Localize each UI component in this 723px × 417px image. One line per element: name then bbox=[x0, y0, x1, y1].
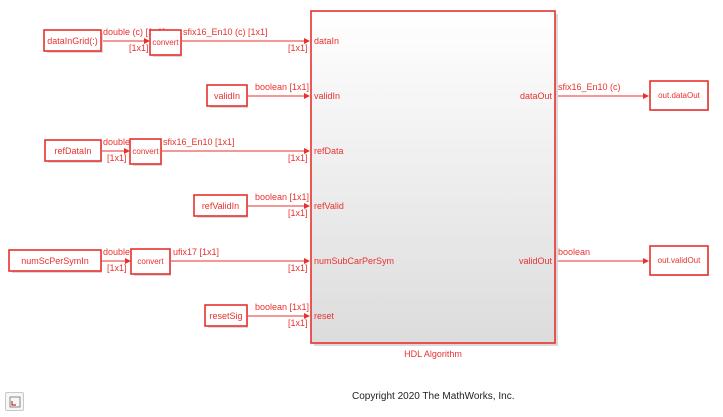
signal-labels: double (c) [1x1] [1x1] sfix16_En10 (c) [… bbox=[103, 27, 621, 328]
source-validIn[interactable]: validIn bbox=[206, 84, 248, 108]
dim-conv-dataIn: [1x1] bbox=[288, 43, 308, 53]
sink-out-dataOut[interactable]: out.dataOut bbox=[649, 80, 709, 111]
dim-conv-numSc: [1x1] bbox=[288, 263, 308, 273]
dim-src-refData: [1x1] bbox=[107, 153, 127, 163]
label-conv-refData: sfix16_En10 [1x1] bbox=[163, 137, 235, 147]
hdl-algorithm-subsystem[interactable]: dataIn validIn refData refValid numSubCa… bbox=[310, 10, 558, 346]
copyright-text: Copyright 2020 The MathWorks, Inc. bbox=[352, 391, 515, 402]
convert-numSc[interactable]: convert bbox=[130, 248, 171, 276]
label-validOut: boolean bbox=[558, 247, 590, 257]
inport-refValid: refValid bbox=[314, 201, 344, 211]
outport-validOut: validOut bbox=[519, 256, 553, 266]
outport-dataOut: dataOut bbox=[520, 91, 553, 101]
svg-text:numScPerSymIn: numScPerSymIn bbox=[21, 256, 89, 266]
inport-reset: reset bbox=[314, 311, 335, 321]
label-reset: boolean [1x1] bbox=[255, 302, 309, 312]
dim-src-dataIn: [1x1] bbox=[129, 43, 149, 53]
svg-text:out.validOut: out.validOut bbox=[658, 256, 701, 265]
dim-src-numSc: [1x1] bbox=[107, 263, 127, 273]
fit-to-view-icon bbox=[9, 396, 21, 408]
label-dataOut: sfix16_En10 (c) bbox=[558, 82, 621, 92]
svg-text:convert: convert bbox=[132, 147, 159, 156]
svg-text:dataInGrid(:): dataInGrid(:) bbox=[47, 36, 98, 46]
label-conv-numSc: ufix17 [1x1] bbox=[173, 247, 219, 257]
svg-text:refValidIn: refValidIn bbox=[202, 201, 239, 211]
label-validIn: boolean [1x1] bbox=[255, 82, 309, 92]
source-dataInGrid[interactable]: dataInGrid(:) bbox=[43, 29, 103, 53]
svg-text:refDataIn: refDataIn bbox=[54, 146, 91, 156]
source-refDataIn[interactable]: refDataIn bbox=[44, 139, 102, 163]
inport-refData: refData bbox=[314, 146, 344, 156]
inport-validIn: validIn bbox=[314, 91, 340, 101]
sink-out-validOut[interactable]: out.validOut bbox=[649, 245, 709, 276]
dim-refValid: [1x1] bbox=[288, 208, 308, 218]
source-blocks: dataInGrid(:) validIn refDataIn refValid… bbox=[8, 29, 248, 328]
source-refValidIn[interactable]: refValidIn bbox=[193, 194, 248, 218]
inport-dataIn: dataIn bbox=[314, 36, 339, 46]
inport-numSubCarPerSym: numSubCarPerSym bbox=[314, 256, 394, 266]
source-numScPerSymIn[interactable]: numScPerSymIn bbox=[8, 249, 102, 273]
label-src-refData: double bbox=[103, 137, 130, 147]
sink-blocks: out.dataOut out.validOut bbox=[649, 80, 709, 276]
dim-reset: [1x1] bbox=[288, 318, 308, 328]
source-resetSig[interactable]: resetSig bbox=[204, 304, 248, 328]
label-src-numSc: double bbox=[103, 247, 130, 257]
dim-conv-refData: [1x1] bbox=[288, 153, 308, 163]
label-conv-dataIn: sfix16_En10 (c) [1x1] bbox=[183, 27, 268, 37]
convert-refData[interactable]: convert bbox=[129, 138, 162, 166]
svg-text:validIn: validIn bbox=[214, 91, 240, 101]
fit-to-view-button[interactable] bbox=[5, 392, 24, 411]
signal-lines bbox=[101, 38, 649, 319]
svg-text:out.dataOut: out.dataOut bbox=[658, 91, 701, 100]
converter-blocks: convert convert convert bbox=[129, 29, 182, 276]
label-src-dataIn: double (c) [1x1] bbox=[103, 27, 165, 37]
convert-dataIn[interactable]: convert bbox=[149, 29, 182, 57]
subsystem-name: HDL Algorithm bbox=[404, 349, 462, 359]
label-refValid: boolean [1x1] bbox=[255, 192, 309, 202]
svg-text:convert: convert bbox=[152, 38, 179, 47]
svg-text:resetSig: resetSig bbox=[209, 311, 242, 321]
svg-text:convert: convert bbox=[137, 257, 164, 266]
